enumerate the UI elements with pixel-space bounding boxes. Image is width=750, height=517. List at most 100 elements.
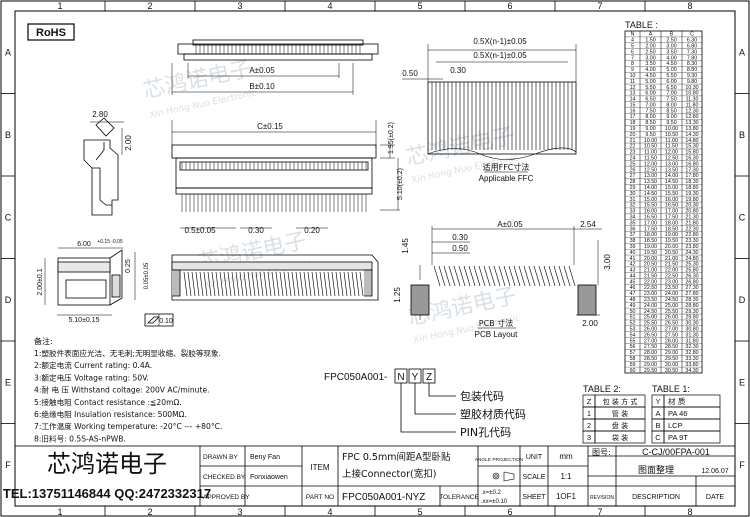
- dimension-table-cell: 19.00: [644, 244, 657, 250]
- dimension-table-cell: 5.00: [666, 67, 676, 73]
- pcb-030-label: 0.30: [452, 233, 468, 242]
- iso-view-pin: [199, 271, 204, 297]
- dimension-table-cell: 28.50: [644, 356, 657, 362]
- dimension-table-cell: 34.30: [685, 368, 698, 374]
- dimension-table-cell: 19.80: [685, 197, 698, 203]
- dimension-table-cell: 18.00: [644, 232, 657, 238]
- dimension-table-cell: 8.00: [666, 102, 676, 108]
- dimension-table-cell: 54: [630, 332, 636, 338]
- table-2-code: 3: [587, 433, 591, 442]
- iso-view-pin: [271, 271, 276, 297]
- iso-view-pin: [239, 271, 244, 297]
- ffc-dim1-label: 0.5X(n-1)±0.05: [473, 37, 527, 46]
- dimension-table-cell: 12: [630, 85, 636, 91]
- dimension-table-cell: 18.30: [685, 179, 698, 185]
- dimension-table-cell: 19.50: [644, 250, 657, 256]
- description-label: DESCRIPTION: [632, 494, 680, 501]
- dimension-table-cell: 25: [630, 161, 636, 167]
- drawing-no-label: 图号:: [592, 448, 611, 457]
- dimension-table-cell: 22: [630, 144, 636, 150]
- dimension-table-cell: 9.30: [687, 73, 697, 79]
- dimension-table-cell: 23.00: [665, 279, 678, 285]
- dimension-table-cell: 4.00: [645, 67, 655, 73]
- dimension-table-cell: 8.30: [687, 61, 697, 67]
- dimension-table-cell: 36: [630, 226, 636, 232]
- dimension-table-cell: 27.30: [685, 285, 698, 291]
- iso-view-pin: [299, 271, 304, 297]
- dimension-table-cell: 27: [630, 173, 636, 179]
- pcb-a-label: A±0.05: [497, 220, 523, 229]
- table-2-desc: 盘 装: [612, 421, 628, 430]
- dimension-table-cell: 7.00: [645, 102, 655, 108]
- table-1-code: Y: [655, 397, 660, 406]
- dimension-table-cell: 20.50: [644, 262, 657, 268]
- zone-row-label-left: A: [5, 47, 11, 57]
- dimension-table-cell: 29.80: [685, 315, 698, 321]
- dimension-table-cell: 12.00: [665, 150, 678, 156]
- dimension-table-cell: 28.30: [685, 297, 698, 303]
- dimension-table-cell: 8.50: [666, 108, 676, 114]
- iso-view-pin: [315, 271, 320, 297]
- pcb-125-label: 1.25: [393, 287, 402, 303]
- dimension-table-cell: 17.50: [665, 214, 678, 220]
- table-1-code: A: [655, 409, 660, 418]
- iso-view-pin: [243, 271, 248, 297]
- dimension-table-cell: 33.30: [685, 356, 698, 362]
- flatness-label: 0.10: [159, 318, 173, 325]
- dimension-table-cell: 17: [630, 114, 636, 120]
- dim-510-label: 5.10(±0.2): [397, 168, 404, 200]
- dimension-table-cell: 5.00: [645, 79, 655, 85]
- part-code-label-material: 塑胶材质代码: [460, 407, 526, 421]
- dimension-table-cell: 9.50: [666, 120, 676, 126]
- dimension-table-cell: 11.00: [665, 138, 678, 144]
- dimension-table-cell: 8.00: [645, 114, 655, 120]
- iso-view-pin: [215, 271, 220, 297]
- dim-030-label: 0.30: [248, 226, 264, 235]
- dimension-table-cell: 30.50: [665, 368, 678, 374]
- dim-005-label: 0.05±0.05: [144, 262, 150, 289]
- dimension-table-cell: 3.50: [666, 49, 676, 55]
- dimension-table-cell: 15.50: [644, 203, 657, 209]
- dimension-table-cell: 11.80: [686, 102, 699, 108]
- dimension-table-cell: 12.50: [665, 156, 678, 162]
- dimension-table-cell: 10: [630, 73, 636, 79]
- iso-view-pin: [275, 271, 280, 297]
- iso-view-pin: [195, 271, 200, 297]
- dimension-table-cell: 42: [630, 262, 636, 268]
- dimension-table-cell: 13.50: [665, 167, 678, 173]
- dimension-table-cell: 5.50: [645, 85, 655, 91]
- dimension-table-cell: 6.50: [666, 85, 676, 91]
- revision-date: 12.06.07: [701, 468, 728, 475]
- iso-view-pin: [191, 271, 196, 297]
- dim-c-label: C±0.15: [257, 122, 283, 131]
- zone-row-label-left: F: [5, 460, 11, 470]
- table-1-material: 材 质: [668, 396, 686, 406]
- dimension-table-cell: 29.50: [644, 368, 657, 374]
- part-code-label-package: 包装代码: [460, 390, 504, 403]
- tolerance-label: TOLERANCE: [439, 494, 479, 501]
- dimension-table-cell: 15.00: [644, 197, 657, 203]
- scale-value: 1:1: [560, 472, 572, 481]
- dimension-table-cell: 10.50: [644, 144, 657, 150]
- iso-view-pin: [235, 271, 240, 297]
- ffc-050-label: 0.50: [402, 69, 418, 78]
- zone-col-label-top: 2: [147, 1, 152, 11]
- dimension-table-cell: 7.30: [687, 49, 697, 55]
- dimension-table-cell: 14.50: [665, 179, 678, 185]
- dimension-table-cell: 5: [631, 43, 634, 49]
- zone-col-label-bottom: 8: [687, 507, 692, 517]
- dimension-table-cell: 28.00: [644, 350, 657, 356]
- dimension-table-cell: 15.80: [685, 150, 698, 156]
- pcb-pad: [543, 265, 551, 287]
- part-code-box-z: Z: [426, 372, 432, 383]
- dimension-table-cell: 25.30: [685, 262, 698, 268]
- dimension-table-cell: 14.30: [685, 132, 698, 138]
- pcb-pad: [508, 265, 516, 287]
- iso-view-pin: [295, 271, 300, 297]
- iso-view-pin: [263, 271, 268, 297]
- dimension-table-cell: 10.00: [644, 138, 657, 144]
- dimension-table-cell: 8.80: [687, 67, 697, 73]
